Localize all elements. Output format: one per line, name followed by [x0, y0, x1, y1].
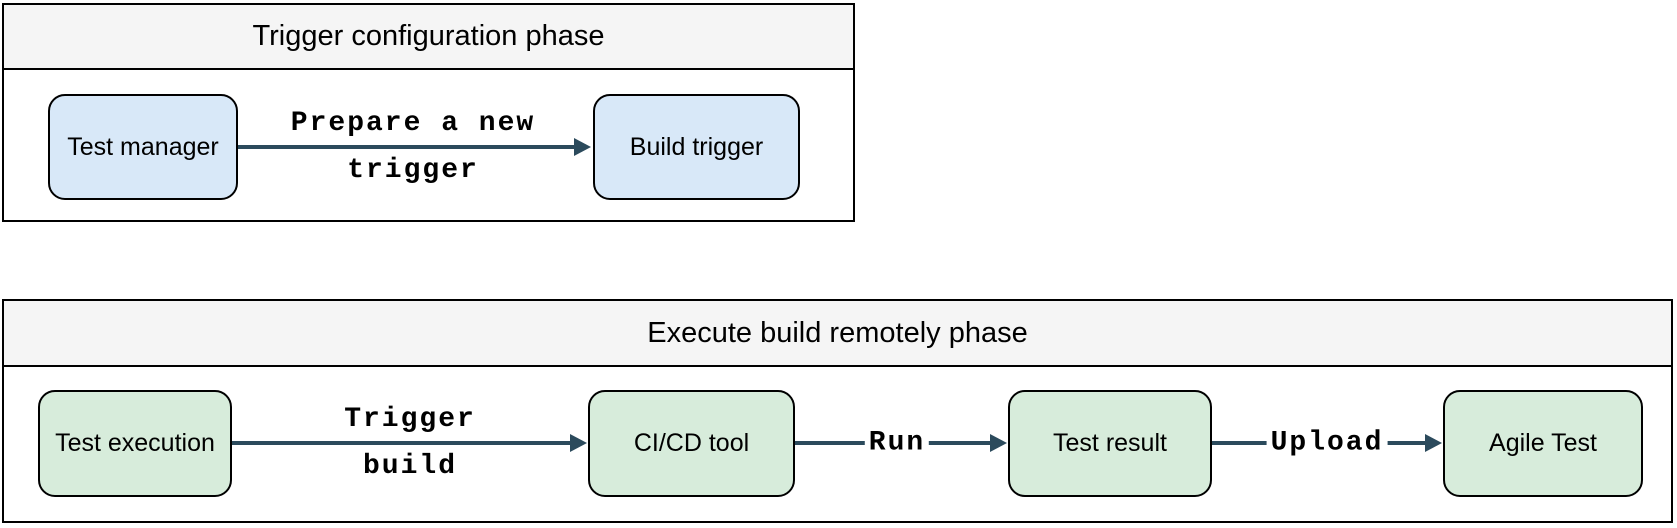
arrowhead-icon: [570, 434, 587, 452]
node-label: Test result: [1053, 429, 1167, 457]
edge-label-trigger-build: Trigger build: [344, 404, 476, 482]
edge-label-line1: Prepare a new: [290, 108, 536, 139]
phase-header-execute-build-remotely: Execute build remotely phase: [4, 301, 1671, 367]
edge-label-upload: Upload: [1266, 427, 1388, 459]
arrowhead-icon: [1425, 434, 1442, 452]
edge-label-prepare-trigger: Prepare a new trigger: [291, 108, 535, 186]
arrowhead-icon: [990, 434, 1007, 452]
node-cicd-tool: CI/CD tool: [588, 390, 795, 497]
edge-label-line1: Trigger: [344, 404, 476, 435]
edge-line-trigger-build: [232, 441, 572, 445]
node-build-trigger: Build trigger: [593, 94, 800, 200]
arrowhead-icon: [574, 138, 591, 156]
node-test-manager: Test manager: [48, 94, 238, 200]
phase-header-trigger-configuration: Trigger configuration phase: [4, 5, 853, 70]
phase-title: Execute build remotely phase: [647, 316, 1028, 349]
node-agile-test: Agile Test: [1443, 390, 1643, 497]
edge-label-run: Run: [864, 427, 930, 459]
node-label: Build trigger: [629, 132, 764, 161]
node-label: Test execution: [55, 429, 215, 457]
phase-container-execute-build-remotely: Execute build remotely phase: [2, 299, 1673, 523]
node-test-result: Test result: [1008, 390, 1212, 497]
edge-label-line2: trigger: [347, 155, 479, 186]
node-label: CI/CD tool: [633, 429, 750, 457]
edge-line-prepare-trigger: [238, 145, 576, 149]
edge-label-line2: build: [362, 451, 457, 482]
edge-label-text: Run: [864, 427, 930, 459]
node-label: Test manager: [67, 132, 219, 161]
edge-label-text: Upload: [1266, 427, 1388, 459]
node-label: Agile Test: [1489, 429, 1597, 457]
phase-title: Trigger configuration phase: [252, 20, 605, 52]
node-test-execution: Test execution: [38, 390, 232, 497]
